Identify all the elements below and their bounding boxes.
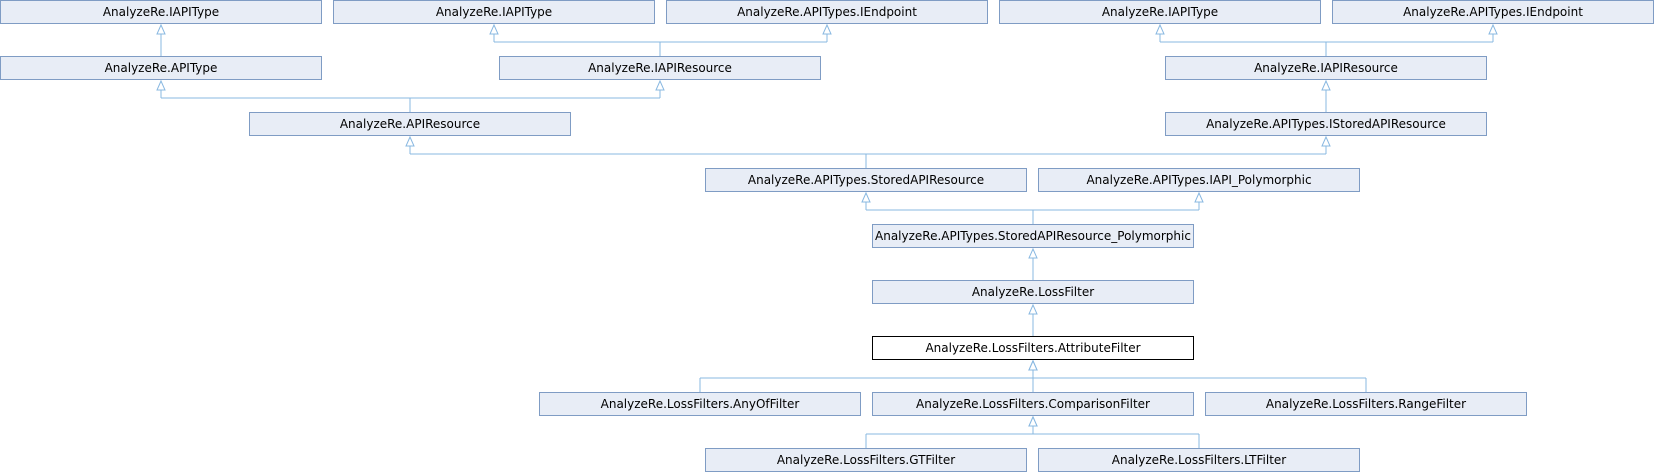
- node-apiresource[interactable]: AnalyzeRe.APIResource: [249, 112, 571, 136]
- node-iapitype-1[interactable]: AnalyzeRe.IAPIType: [0, 0, 322, 24]
- node-istoredapiresource[interactable]: AnalyzeRe.APITypes.IStoredAPIResource: [1165, 112, 1487, 136]
- edge-arrow-apitype-0: [156, 23, 166, 35]
- edge-arrow-lossfilter-0: [1028, 247, 1038, 259]
- node-iapi-polymorphic[interactable]: AnalyzeRe.APITypes.IAPI_Polymorphic: [1038, 168, 1360, 192]
- edge-arrow-iapiresource_1-0: [489, 23, 499, 35]
- node-lossfilter[interactable]: AnalyzeRe.LossFilter: [872, 280, 1194, 304]
- edge-arrow-rangefilter-0: [1028, 359, 1038, 371]
- node-attributefilter-current: AnalyzeRe.LossFilters.AttributeFilter: [872, 336, 1194, 360]
- node-iendpoint-2[interactable]: AnalyzeRe.APITypes.IEndpoint: [1332, 0, 1654, 24]
- node-iapiresource-2[interactable]: AnalyzeRe.IAPIResource: [1165, 56, 1487, 80]
- node-iapiresource-1[interactable]: AnalyzeRe.IAPIResource: [499, 56, 821, 80]
- edge-arrow-istoredapiresource-0: [1321, 79, 1331, 91]
- edge-arrow-storedapiresource_polymorphic-0: [861, 191, 871, 203]
- edge-arrow-iapiresource_2-0: [1155, 23, 1165, 35]
- node-iendpoint-1[interactable]: AnalyzeRe.APITypes.IEndpoint: [666, 0, 988, 24]
- node-iapitype-3[interactable]: AnalyzeRe.IAPIType: [999, 0, 1321, 24]
- edge-arrow-storedapiresource_polymorphic-1: [1194, 191, 1204, 203]
- node-apitype[interactable]: AnalyzeRe.APIType: [0, 56, 322, 80]
- node-ltfilter[interactable]: AnalyzeRe.LossFilters.LTFilter: [1038, 448, 1360, 472]
- node-storedapiresource-polymorphic[interactable]: AnalyzeRe.APITypes.StoredAPIResource_Pol…: [872, 224, 1194, 248]
- edge-arrow-ltfilter-0: [1028, 415, 1038, 427]
- edge-arrow-iapiresource_1-1: [822, 23, 832, 35]
- node-iapitype-2[interactable]: AnalyzeRe.IAPIType: [333, 0, 655, 24]
- edge-arrow-attributefilter-0: [1028, 303, 1038, 315]
- node-storedapiresource[interactable]: AnalyzeRe.APITypes.StoredAPIResource: [705, 168, 1027, 192]
- node-anyoffilter[interactable]: AnalyzeRe.LossFilters.AnyOfFilter: [539, 392, 861, 416]
- edge-arrow-iapiresource_2-1: [1488, 23, 1498, 35]
- edge-arrow-storedapiresource-1: [1321, 135, 1331, 147]
- edge-arrow-apiresource-0: [156, 79, 166, 91]
- node-gtfilter[interactable]: AnalyzeRe.LossFilters.GTFilter: [705, 448, 1027, 472]
- edge-arrow-apiresource-1: [655, 79, 665, 91]
- edge-arrow-storedapiresource-0: [405, 135, 415, 147]
- node-comparisonfilter[interactable]: AnalyzeRe.LossFilters.ComparisonFilter: [872, 392, 1194, 416]
- node-rangefilter[interactable]: AnalyzeRe.LossFilters.RangeFilter: [1205, 392, 1527, 416]
